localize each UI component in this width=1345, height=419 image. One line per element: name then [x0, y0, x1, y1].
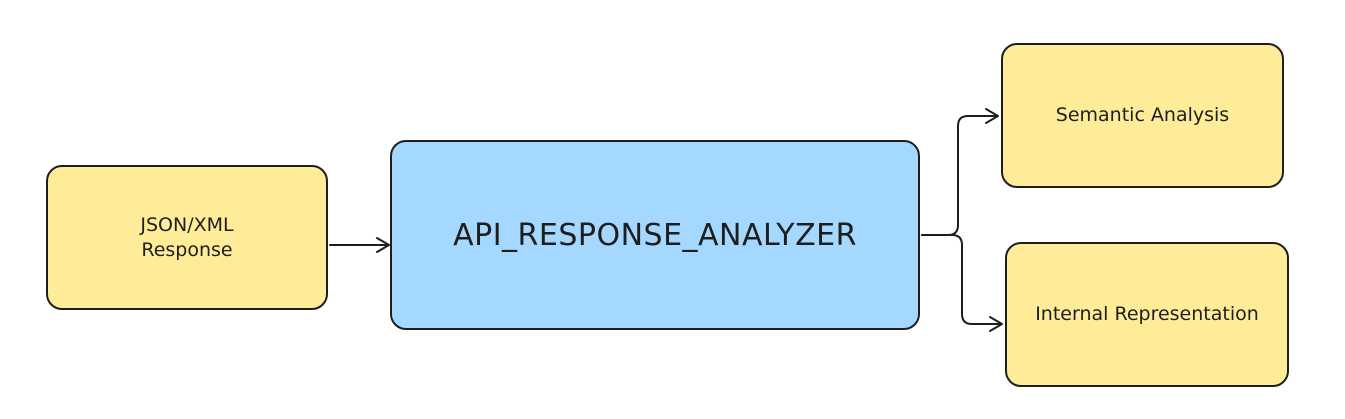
internal-representation-label: Internal Representation: [1035, 303, 1259, 326]
internal-representation-node[interactable]: Internal Representation: [1005, 242, 1289, 387]
analyzer-node[interactable]: API_RESPONSE_ANALYZER: [390, 140, 920, 330]
analyzer-node-label: API_RESPONSE_ANALYZER: [453, 217, 857, 253]
semantic-analysis-label: Semantic Analysis: [1055, 104, 1230, 127]
edge-analyzer-to-semantic: [921, 108, 999, 236]
semantic-analysis-node[interactable]: Semantic Analysis: [1001, 43, 1284, 188]
input-node[interactable]: JSON/XML Response: [46, 165, 328, 310]
edge-analyzer-to-internal: [921, 234, 1003, 332]
edge-input-to-analyzer: [329, 237, 390, 253]
input-node-label: JSON/XML Response: [140, 213, 234, 261]
